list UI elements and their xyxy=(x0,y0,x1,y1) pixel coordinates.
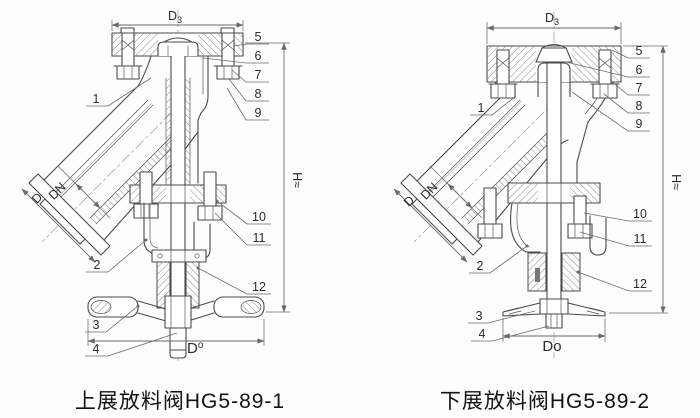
callout-7: 7 xyxy=(255,68,262,82)
callout-8: 8 xyxy=(255,87,262,101)
callout-7: 7 xyxy=(636,81,643,95)
callout-1: 1 xyxy=(478,101,485,115)
dim-label-do: Do xyxy=(542,338,561,355)
callout-6: 6 xyxy=(636,63,643,77)
dim-label-d3: D3 xyxy=(545,11,559,27)
callout-10: 10 xyxy=(252,210,266,224)
caption-valve-1: 上展放料阀HG5-89-1 xyxy=(74,390,286,413)
dim-label-height: H≈ xyxy=(290,172,304,188)
dim-label-height: H≈ xyxy=(669,174,683,190)
valve-1-dimensions: D3 H≈ DN D Do xyxy=(21,9,304,357)
callout-5: 5 xyxy=(255,30,262,44)
callout-11: 11 xyxy=(253,231,266,245)
valve-1-callouts: 1 2 3 4 5 6 7 8 9 10 11 12 xyxy=(85,30,271,357)
dim-label-d3: D3 xyxy=(168,9,182,25)
valve-1-drawing: D3 H≈ DN D Do 1 2 3 4 5 6 7 8 9 10 11 12 xyxy=(21,9,304,362)
callout-3: 3 xyxy=(476,309,483,323)
callout-1: 1 xyxy=(93,92,100,106)
dim-label-do: Do xyxy=(187,340,204,357)
callout-12: 12 xyxy=(252,280,266,294)
callout-9: 9 xyxy=(636,117,643,131)
callout-12: 12 xyxy=(633,277,647,291)
callout-11: 11 xyxy=(634,232,647,246)
callout-3: 3 xyxy=(93,318,100,332)
valve-2-callouts: 1 2 3 4 5 6 7 8 9 10 11 12 xyxy=(468,44,652,342)
callout-10: 10 xyxy=(633,207,647,221)
callout-8: 8 xyxy=(636,99,643,113)
callout-5: 5 xyxy=(636,44,643,58)
callout-2: 2 xyxy=(477,259,484,273)
valve-2-drawing: D3 H≈ DN D Do 1 2 3 4 5 6 7 8 9 10 11 12 xyxy=(393,11,683,358)
callout-4: 4 xyxy=(479,327,486,341)
callout-2: 2 xyxy=(94,258,101,272)
callout-9: 9 xyxy=(255,106,262,120)
caption-valve-2: 下展放料阀HG5-89-2 xyxy=(439,390,651,413)
callout-6: 6 xyxy=(255,49,262,63)
callout-4: 4 xyxy=(93,342,100,356)
